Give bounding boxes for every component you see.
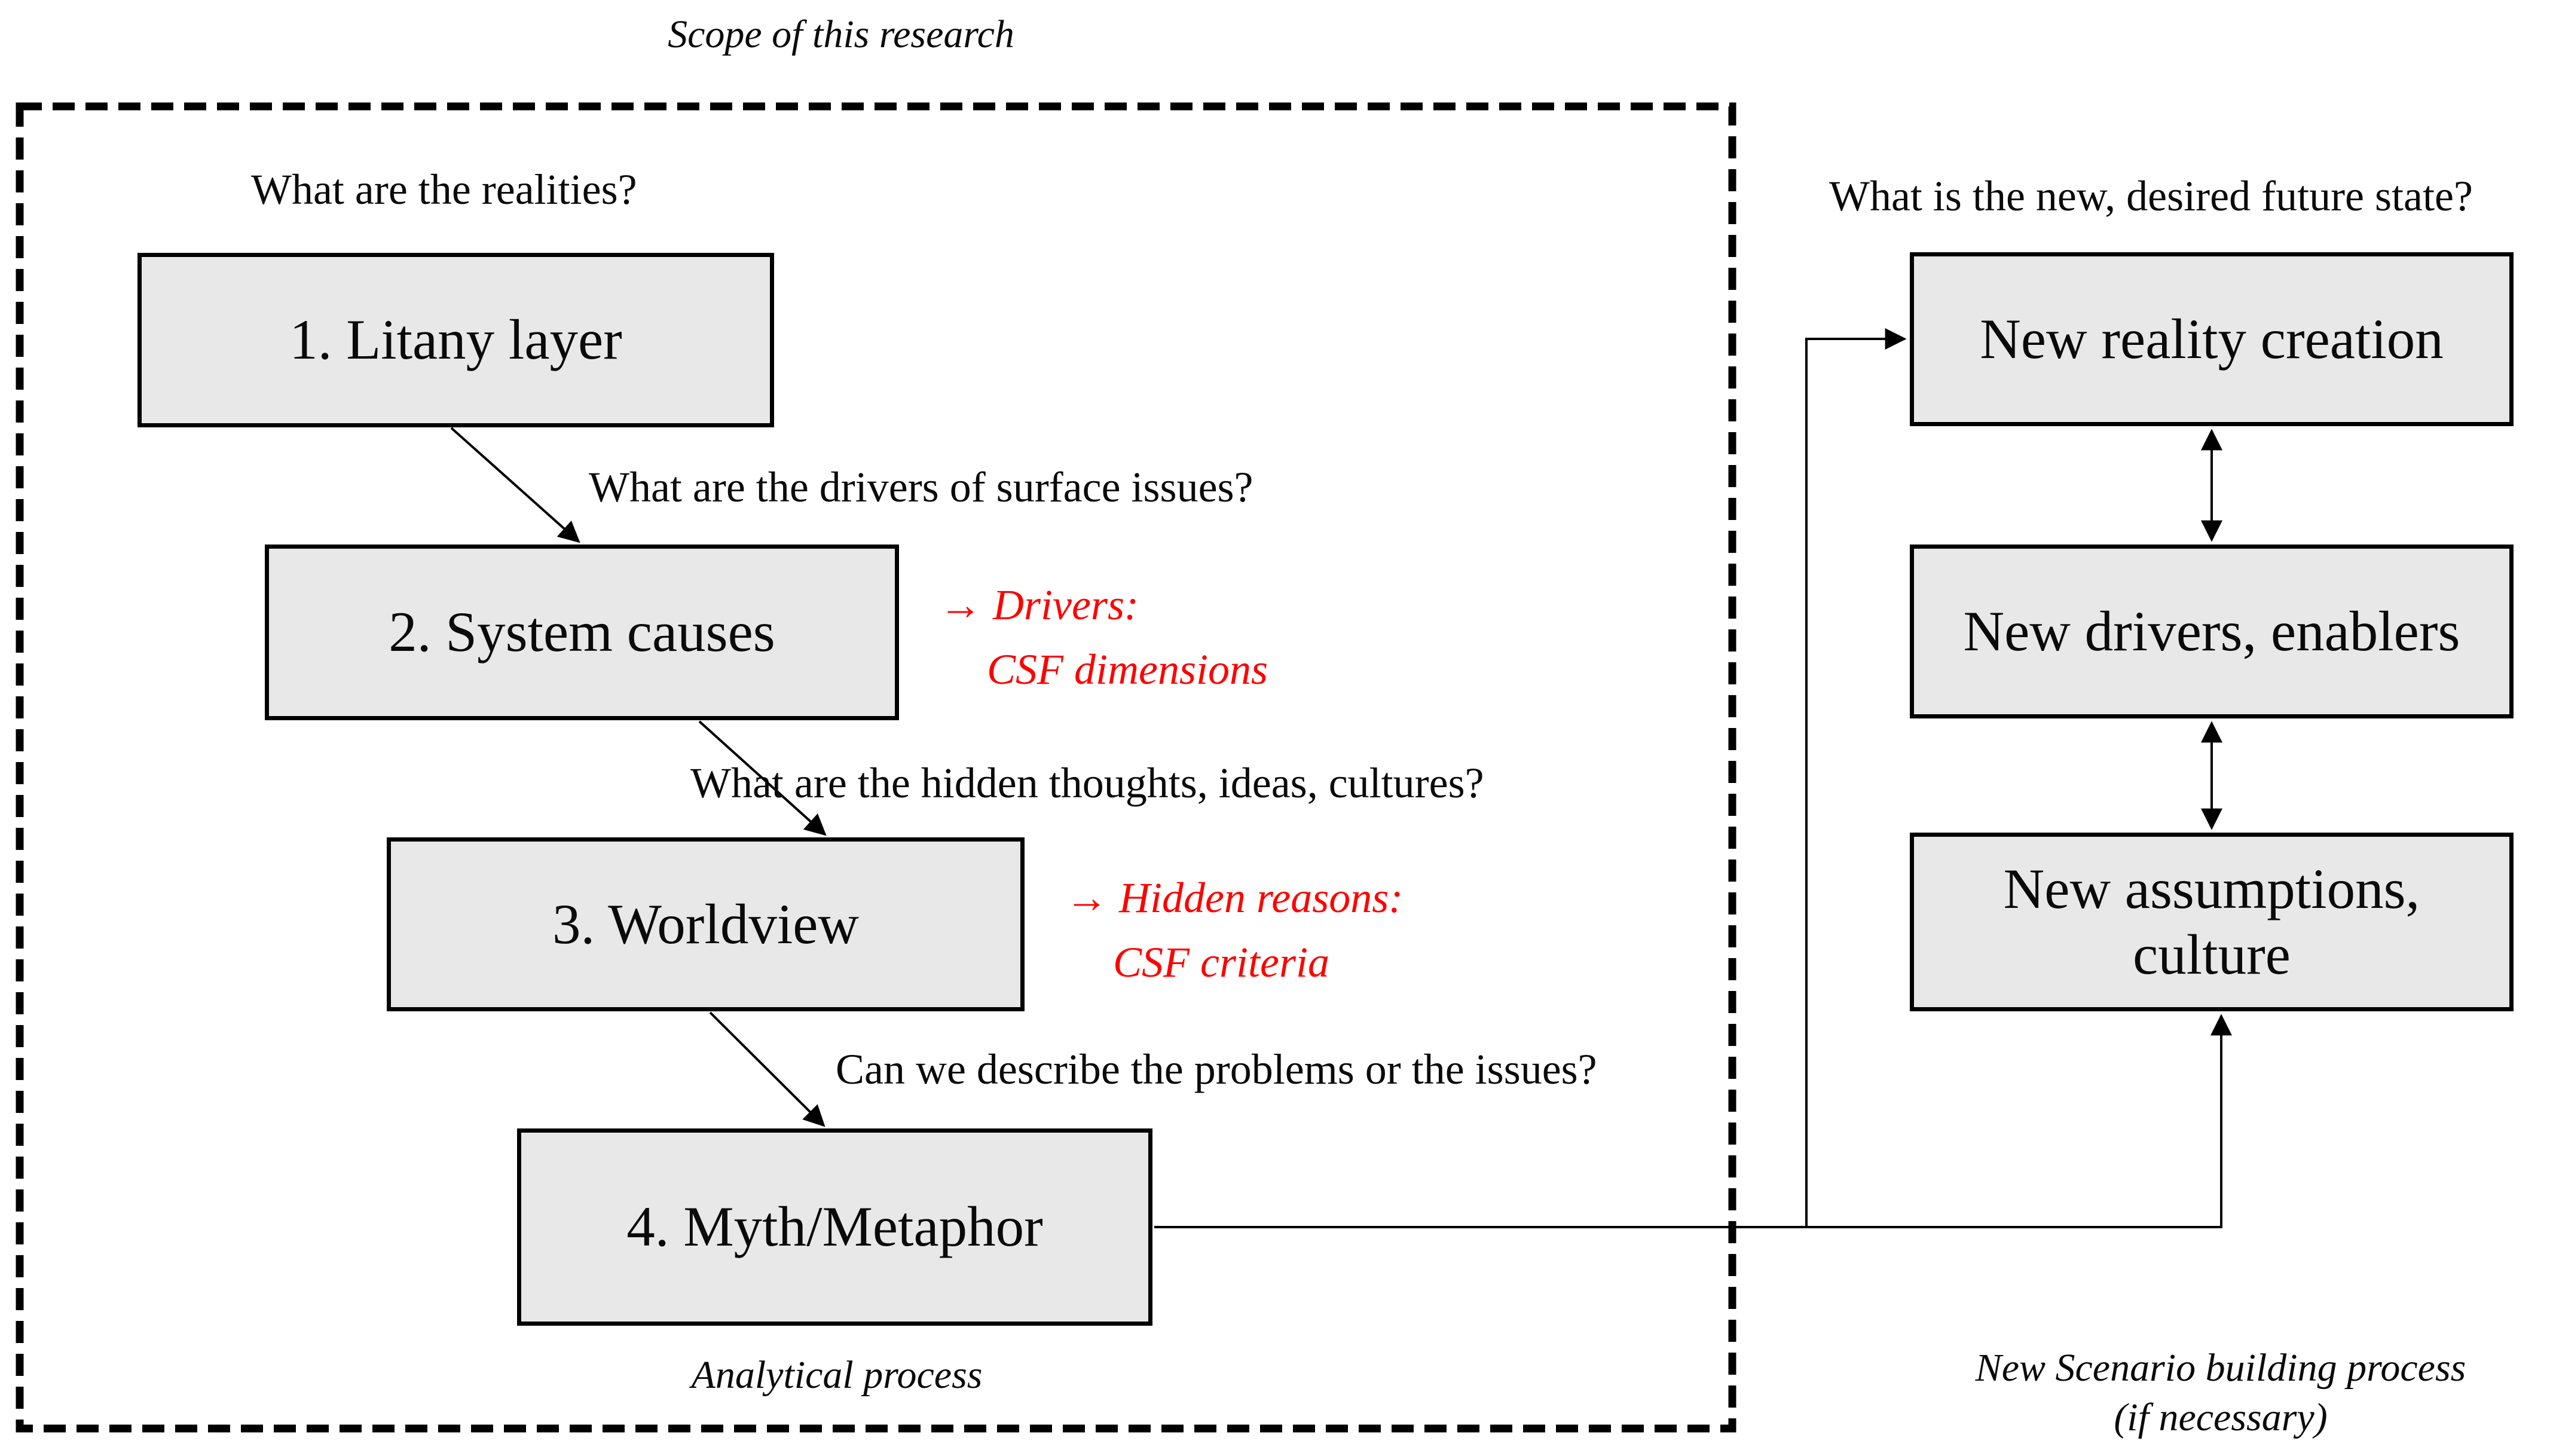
right-arrow-icon: → bbox=[939, 581, 982, 629]
box-system-causes-label: 2. System causes bbox=[389, 600, 775, 664]
box-new-drivers-enablers: New drivers, enablers bbox=[1910, 545, 2514, 718]
right-arrow-icon: → bbox=[1065, 874, 1108, 922]
box-worldview-label: 3. Worldview bbox=[552, 892, 860, 956]
annotation-drivers-detail: CSF dimensions bbox=[987, 646, 1268, 693]
box-litany-layer-label: 1. Litany layer bbox=[289, 308, 622, 372]
box-myth-metaphor-label: 4. Myth/Metaphor bbox=[626, 1195, 1043, 1259]
scope-title: Scope of this research bbox=[668, 13, 1014, 56]
question-future-state: What is the new, desired future state? bbox=[1829, 172, 2473, 220]
annotation-hidden-reasons-csf-criteria: → Hidden reasons: CSF criteria bbox=[1065, 865, 1403, 995]
annotation-hidden-detail: CSF criteria bbox=[1113, 938, 1329, 986]
question-describe-problems: Can we describe the problems or the issu… bbox=[836, 1045, 1597, 1093]
box-new-drivers-enablers-label: New drivers, enablers bbox=[1963, 599, 2460, 663]
arrow-worldview-to-myth bbox=[709, 1011, 825, 1127]
box-myth-metaphor: 4. Myth/Metaphor bbox=[517, 1128, 1152, 1326]
annotation-drivers-csf-dimensions: → Drivers: CSF dimensions bbox=[939, 573, 1268, 702]
connector-myth-to-new-reality bbox=[1805, 328, 1907, 1227]
box-new-reality-creation-label: New reality creation bbox=[1980, 307, 2444, 371]
box-new-assumptions-culture-label: New assumptions, culture bbox=[2003, 857, 2420, 986]
box-litany-layer: 1. Litany layer bbox=[137, 253, 774, 427]
annotation-drivers-lead: Drivers: bbox=[993, 581, 1139, 629]
question-realities: What are the realities? bbox=[251, 166, 637, 213]
box-new-reality-creation: New reality creation bbox=[1910, 252, 2514, 426]
question-hidden-thoughts: What are the hidden thoughts, ideas, cul… bbox=[690, 759, 1484, 807]
box-worldview: 3. Worldview bbox=[387, 837, 1025, 1011]
annotation-hidden-lead: Hidden reasons: bbox=[1119, 874, 1404, 922]
caption-scenario-line2: (if necessary) bbox=[2114, 1395, 2328, 1439]
box-new-assumptions-culture: New assumptions, culture bbox=[1910, 833, 2514, 1011]
arrow-litany-to-system-causes bbox=[450, 427, 580, 543]
caption-scenario-building-process: New Scenario building process (if necess… bbox=[1922, 1344, 2520, 1442]
question-drivers: What are the drivers of surface issues? bbox=[589, 463, 1253, 511]
caption-scenario-line1: New Scenario building process bbox=[1975, 1346, 2466, 1390]
caption-analytical-process: Analytical process bbox=[691, 1353, 983, 1397]
box-system-causes: 2. System causes bbox=[265, 545, 899, 720]
